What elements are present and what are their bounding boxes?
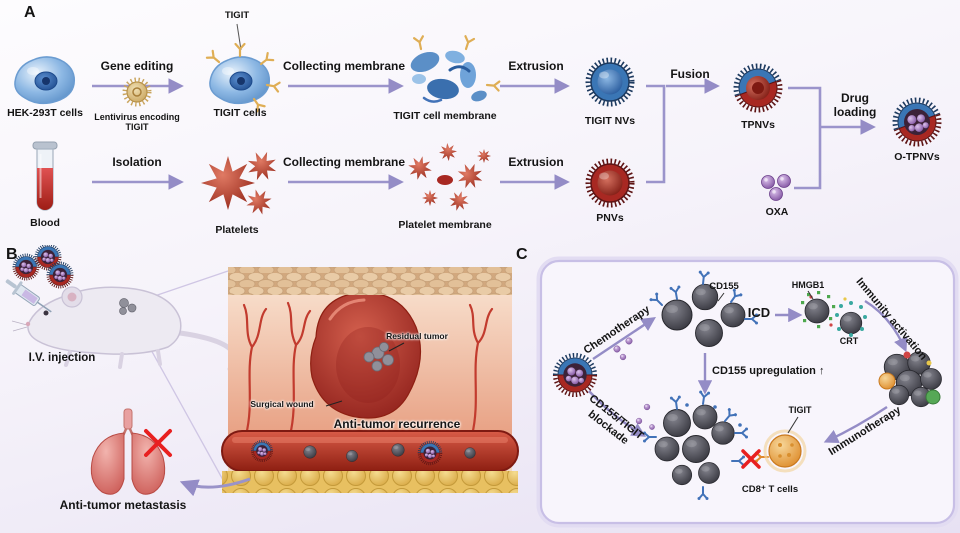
anti-tumor-metastasis-label: Anti-tumor metastasis [59,498,187,512]
surgical-wound-leader [325,400,343,407]
drug-loading-bracket [788,86,822,190]
immunotherapy-arrow [823,406,888,443]
surgical-wound-label: Surgical wound [250,399,314,409]
immunity-activation-arrow [864,299,908,353]
metastasis-arrow [179,477,251,497]
platelets-label: Platelets [215,224,259,236]
residual-tumor-label: Residual tumor [386,331,448,341]
oxa-drug [761,174,791,201]
hmgb1-leader [807,290,814,300]
hmgb1-label: HMGB1 [791,280,825,290]
tpnvs-label: TPNVs [741,119,775,131]
tigit-leader [787,416,799,434]
pathway-arrows [588,299,908,443]
extrusion-label-1: Extrusion [508,59,564,73]
panel-c-label: C [516,246,528,263]
cd8-t-cells-label: CD8⁺ T cells [741,484,799,495]
platelet-membrane-fragments [405,139,491,215]
platelets-icon [201,146,282,218]
oxa-label: OXA [765,206,789,218]
blockade-arrow [588,390,647,437]
iv-injection-label: I.V. injection [28,352,96,364]
blood-label: Blood [30,217,60,229]
pnvs-label: PNVs [596,212,624,224]
hek-cells-label: HEK-293T cells [7,107,83,119]
icd-label: ICD [747,305,771,320]
tumor-cells-blocked [642,389,749,501]
gene-editing-label: Gene editing [100,59,174,73]
lentivirus-label: Lentivirus encoding TIGIT [94,112,180,133]
panel-a-label: A [24,4,36,21]
platelet-membrane-label: Platelet membrane [398,219,492,231]
isolation-label: Isolation [112,155,162,169]
tigit-cell-membrane-fragments [410,35,501,103]
panel-a-graphics [14,23,960,218]
crt-dots [835,301,867,337]
syringe-icon [5,279,52,313]
tigit-cells-label: TIGIT cells [213,107,267,119]
tigit-label: TIGIT [788,405,812,415]
hek-cell [14,56,76,105]
panel-c-graphics [536,256,959,528]
tpnv [730,60,786,116]
otpnvs-label: O-TPNVs [894,151,940,163]
cd155-label: CD155 [709,281,739,292]
tigit-cell-membrane-label: TIGIT cell membrane [393,110,497,122]
chemotherapy-arrow [592,317,656,360]
panel-c-outer-glow [536,256,959,528]
residual-tumor-leader [388,342,405,352]
panel-b-graphics [5,245,519,497]
anti-tumor-recurrence-label: Anti-tumor recurrence [333,417,461,431]
otpnv [889,94,945,150]
tigit-cell [205,42,281,113]
drug-loading-label: Drug loading [833,91,877,119]
tigit-tag-leader [236,23,242,51]
skin-cross-section [221,267,519,493]
pnv [588,161,632,205]
fusion-bracket [646,84,666,184]
dermis-vessels [242,301,494,437]
panel-b-label: B [6,246,18,263]
tigit-tag: TIGIT [224,10,250,21]
cd155-upregulation-label: CD155 upregulation ↑ [712,365,825,377]
lungs [90,408,166,495]
blocked-binding-x [741,449,761,469]
collecting-membrane-label-2: Collecting membrane [282,155,406,169]
workflow-arrows [92,78,876,190]
activated-immune-cluster [878,351,942,408]
cd155-leader [717,292,725,302]
cd8-t-cell [763,429,807,473]
tigit-nv [588,60,632,104]
collecting-membrane-label-1: Collecting membrane [282,59,406,73]
blood-tube-icon [32,141,58,211]
fusion-label: Fusion [670,67,710,81]
mouse-tail [177,330,238,372]
blocked-metastasis-x [144,429,172,457]
residual-tumor-cells [363,342,394,372]
tigit-nvs-label: TIGIT NVs [584,115,636,127]
hmgb1-dots [801,291,836,329]
flank-tumor-site [119,298,137,315]
lentivirus-icon [122,77,152,107]
extrusion-label-2: Extrusion [508,155,564,169]
crt-label: CRT [839,336,859,346]
